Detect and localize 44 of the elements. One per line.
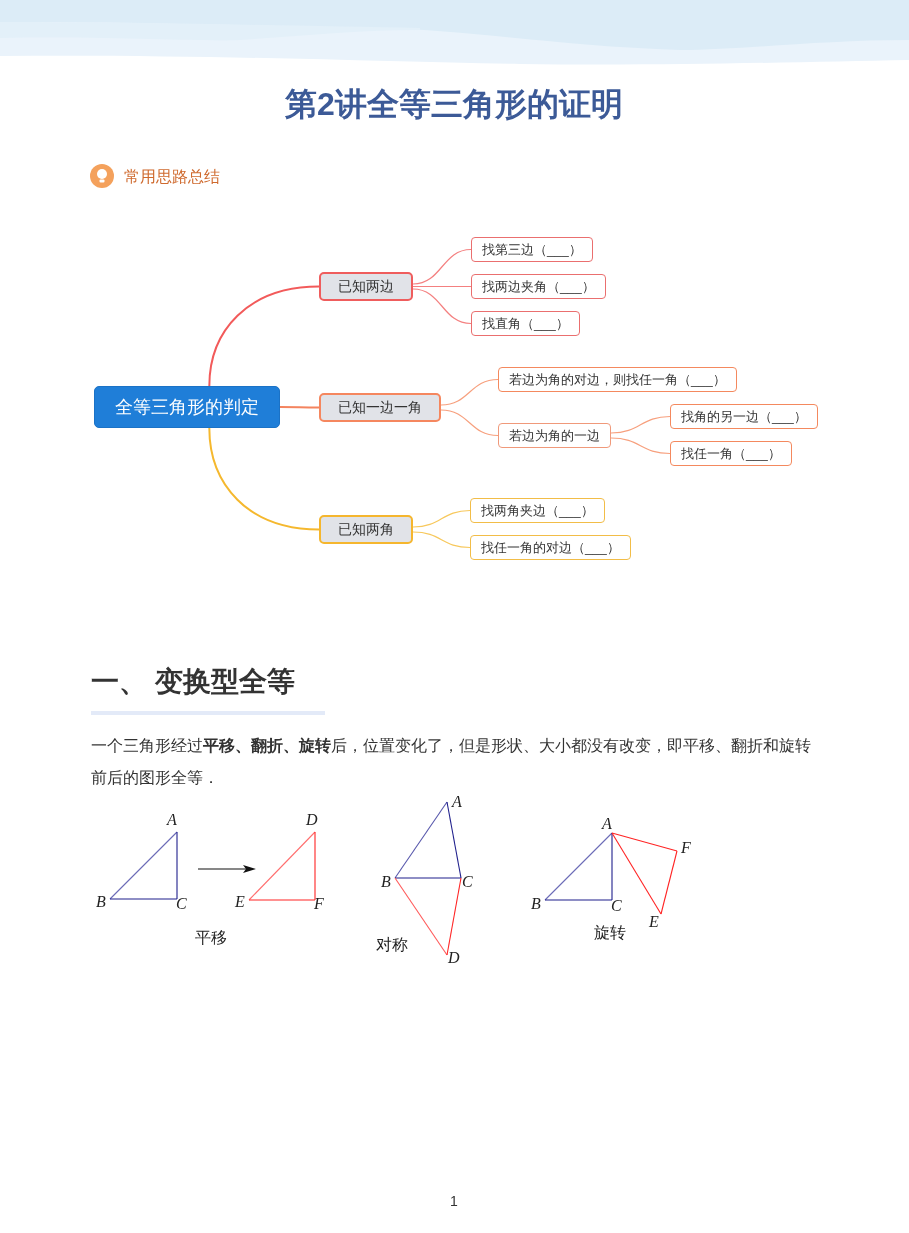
subtopic-box: 找任一角（___）	[670, 441, 792, 466]
subtopic-box: 找任一角的对边（___）	[470, 535, 631, 560]
branch-line	[440, 409, 499, 437]
branch-line	[610, 437, 671, 455]
branch-line	[412, 248, 472, 285]
subtopic-box: 若边为角的对边，则找任一角（___）	[498, 367, 737, 392]
vertex-label: A	[602, 816, 612, 832]
vertex-label: C	[176, 896, 187, 912]
figure-caption: 旋转	[594, 924, 626, 942]
vertex-label: B	[96, 894, 106, 910]
branch-topic-box: 已知两边	[319, 272, 413, 301]
branch-line	[208, 285, 320, 387]
vertex-label: E	[649, 914, 659, 930]
section-heading: 一、 变换型全等	[91, 665, 295, 699]
central-topic-box: 全等三角形的判定	[94, 386, 280, 428]
branch-line	[412, 285, 472, 288]
branch-topic-box: 已知两角	[319, 515, 413, 544]
page-number: 1	[450, 1193, 458, 1209]
vertex-label: A	[167, 812, 177, 828]
vertex-label: F	[681, 840, 691, 856]
subtopic-box: 找第三边（___）	[471, 237, 593, 262]
branch-line	[440, 378, 499, 406]
branch-line	[279, 406, 320, 409]
subtopic-box: 找两角夹边（___）	[470, 498, 605, 523]
figure-caption: 平移	[195, 929, 227, 947]
branch-line	[412, 288, 472, 325]
subtopic-box: 找直角（___）	[471, 311, 580, 336]
vertex-label: B	[381, 874, 391, 890]
branch-line	[412, 531, 471, 549]
branch-line	[412, 509, 471, 528]
vertex-label: F	[314, 896, 324, 912]
vertex-label: E	[235, 894, 245, 910]
subtopic-box: 若边为角的一边	[498, 423, 611, 448]
vertex-label: C	[462, 874, 473, 890]
subtopic-box: 找两边夹角（___）	[471, 274, 606, 299]
subtopic-box: 找角的另一边（___）	[670, 404, 818, 429]
branch-line	[208, 427, 320, 531]
section-subheading: 常用思路总结	[124, 167, 220, 187]
branch-line	[610, 415, 671, 434]
page-title: 第2讲全等三角形的证明	[285, 85, 623, 124]
branch-topic-box: 已知一边一角	[319, 393, 441, 422]
vertex-label: D	[306, 812, 318, 828]
vertex-label: B	[531, 896, 541, 912]
body-paragraph: 一个三角形经过平移、翻折、旋转后，位置变化了，但是形状、大小都没有改变，即平移、翻折和旋转前后的图形全等．	[91, 735, 812, 788]
